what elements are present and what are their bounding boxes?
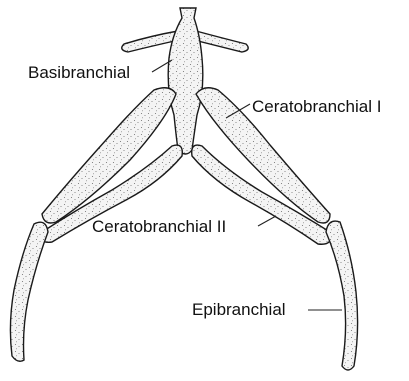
ceratobranchial-2-label: Ceratobranchial II	[92, 218, 226, 235]
epibranchial-right	[326, 221, 358, 370]
ceratobranchial-1-label: Ceratobranchial I	[252, 98, 381, 115]
ceratobranchial-2-leader	[258, 216, 276, 226]
epibranchial-left	[10, 222, 48, 361]
epibranchial-label: Epibranchial	[192, 301, 286, 318]
basibranchial-shape	[168, 8, 203, 154]
basibranchial-label: Basibranchial	[28, 64, 130, 81]
